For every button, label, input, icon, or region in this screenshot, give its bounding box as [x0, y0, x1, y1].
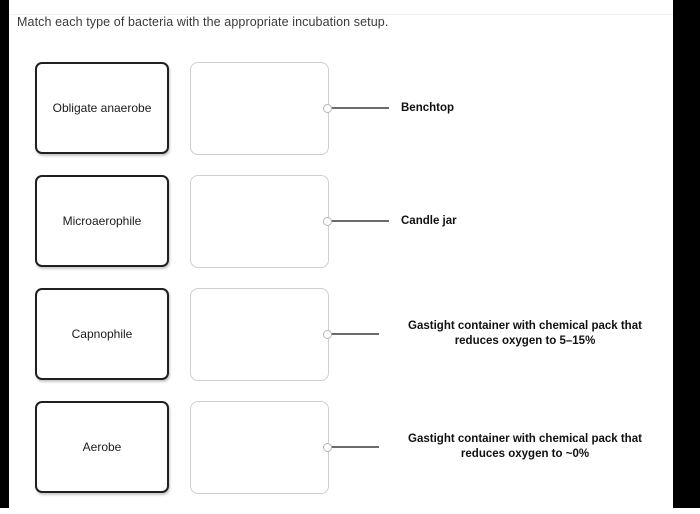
setup-label-line: Gastight container with chemical pack th… [408, 320, 642, 332]
term-card-obligate-anaerobe[interactable]: Obligate anaerobe [35, 62, 169, 154]
connector-node-icon[interactable] [323, 442, 332, 452]
matching-rows: Obligate anaerobe Benchtop Microaerophil… [9, 62, 673, 514]
matching-row: Microaerophile Candle jar [9, 175, 673, 269]
connector-line [331, 446, 379, 448]
setup-label-1: Benchtop [401, 102, 455, 114]
term-label: Aerobe [82, 439, 122, 454]
setup-label-2: Candle jar [401, 215, 457, 227]
term-card-capnophile[interactable]: Capnophile [35, 288, 169, 380]
matching-row: Aerobe Gastight container with chemical … [9, 401, 673, 495]
setup-label-line: Gastight container with chemical pack th… [408, 433, 642, 445]
connector-3 [323, 329, 379, 339]
connector-2 [323, 216, 389, 226]
connector-line [331, 107, 389, 109]
setup-label-3: Gastight container with chemical pack th… [384, 319, 666, 349]
connector-node-icon[interactable] [323, 103, 332, 113]
connector-4 [323, 442, 379, 452]
drop-zone-1[interactable] [190, 62, 329, 155]
setup-label-line: reduces oxygen to 5–15% [454, 335, 596, 347]
right-edge-bar [673, 0, 700, 508]
matching-row: Obligate anaerobe Benchtop [9, 62, 673, 156]
setup-label-4: Gastight container with chemical pack th… [384, 432, 666, 462]
term-card-microaerophile[interactable]: Microaerophile [35, 175, 169, 267]
top-divider [9, 14, 673, 15]
question-prompt: Match each type of bacteria with the app… [17, 15, 389, 29]
setup-label-line: reduces oxygen to ~0% [460, 448, 590, 460]
term-label: Microaerophile [62, 213, 142, 228]
question-page: Match each type of bacteria with the app… [9, 0, 673, 508]
drop-zone-3[interactable] [190, 288, 329, 381]
term-card-aerobe[interactable]: Aerobe [35, 401, 169, 493]
drop-zone-4[interactable] [190, 401, 329, 494]
left-edge-bar [0, 0, 9, 508]
connector-line [331, 333, 379, 335]
connector-node-icon[interactable] [323, 329, 332, 339]
connector-1 [323, 103, 389, 113]
connector-line [331, 220, 389, 222]
matching-row: Capnophile Gastight container with chemi… [9, 288, 673, 382]
drop-zone-2[interactable] [190, 175, 329, 268]
term-label: Capnophile [71, 326, 133, 341]
term-label: Obligate anaerobe [52, 100, 152, 115]
connector-node-icon[interactable] [323, 216, 332, 226]
